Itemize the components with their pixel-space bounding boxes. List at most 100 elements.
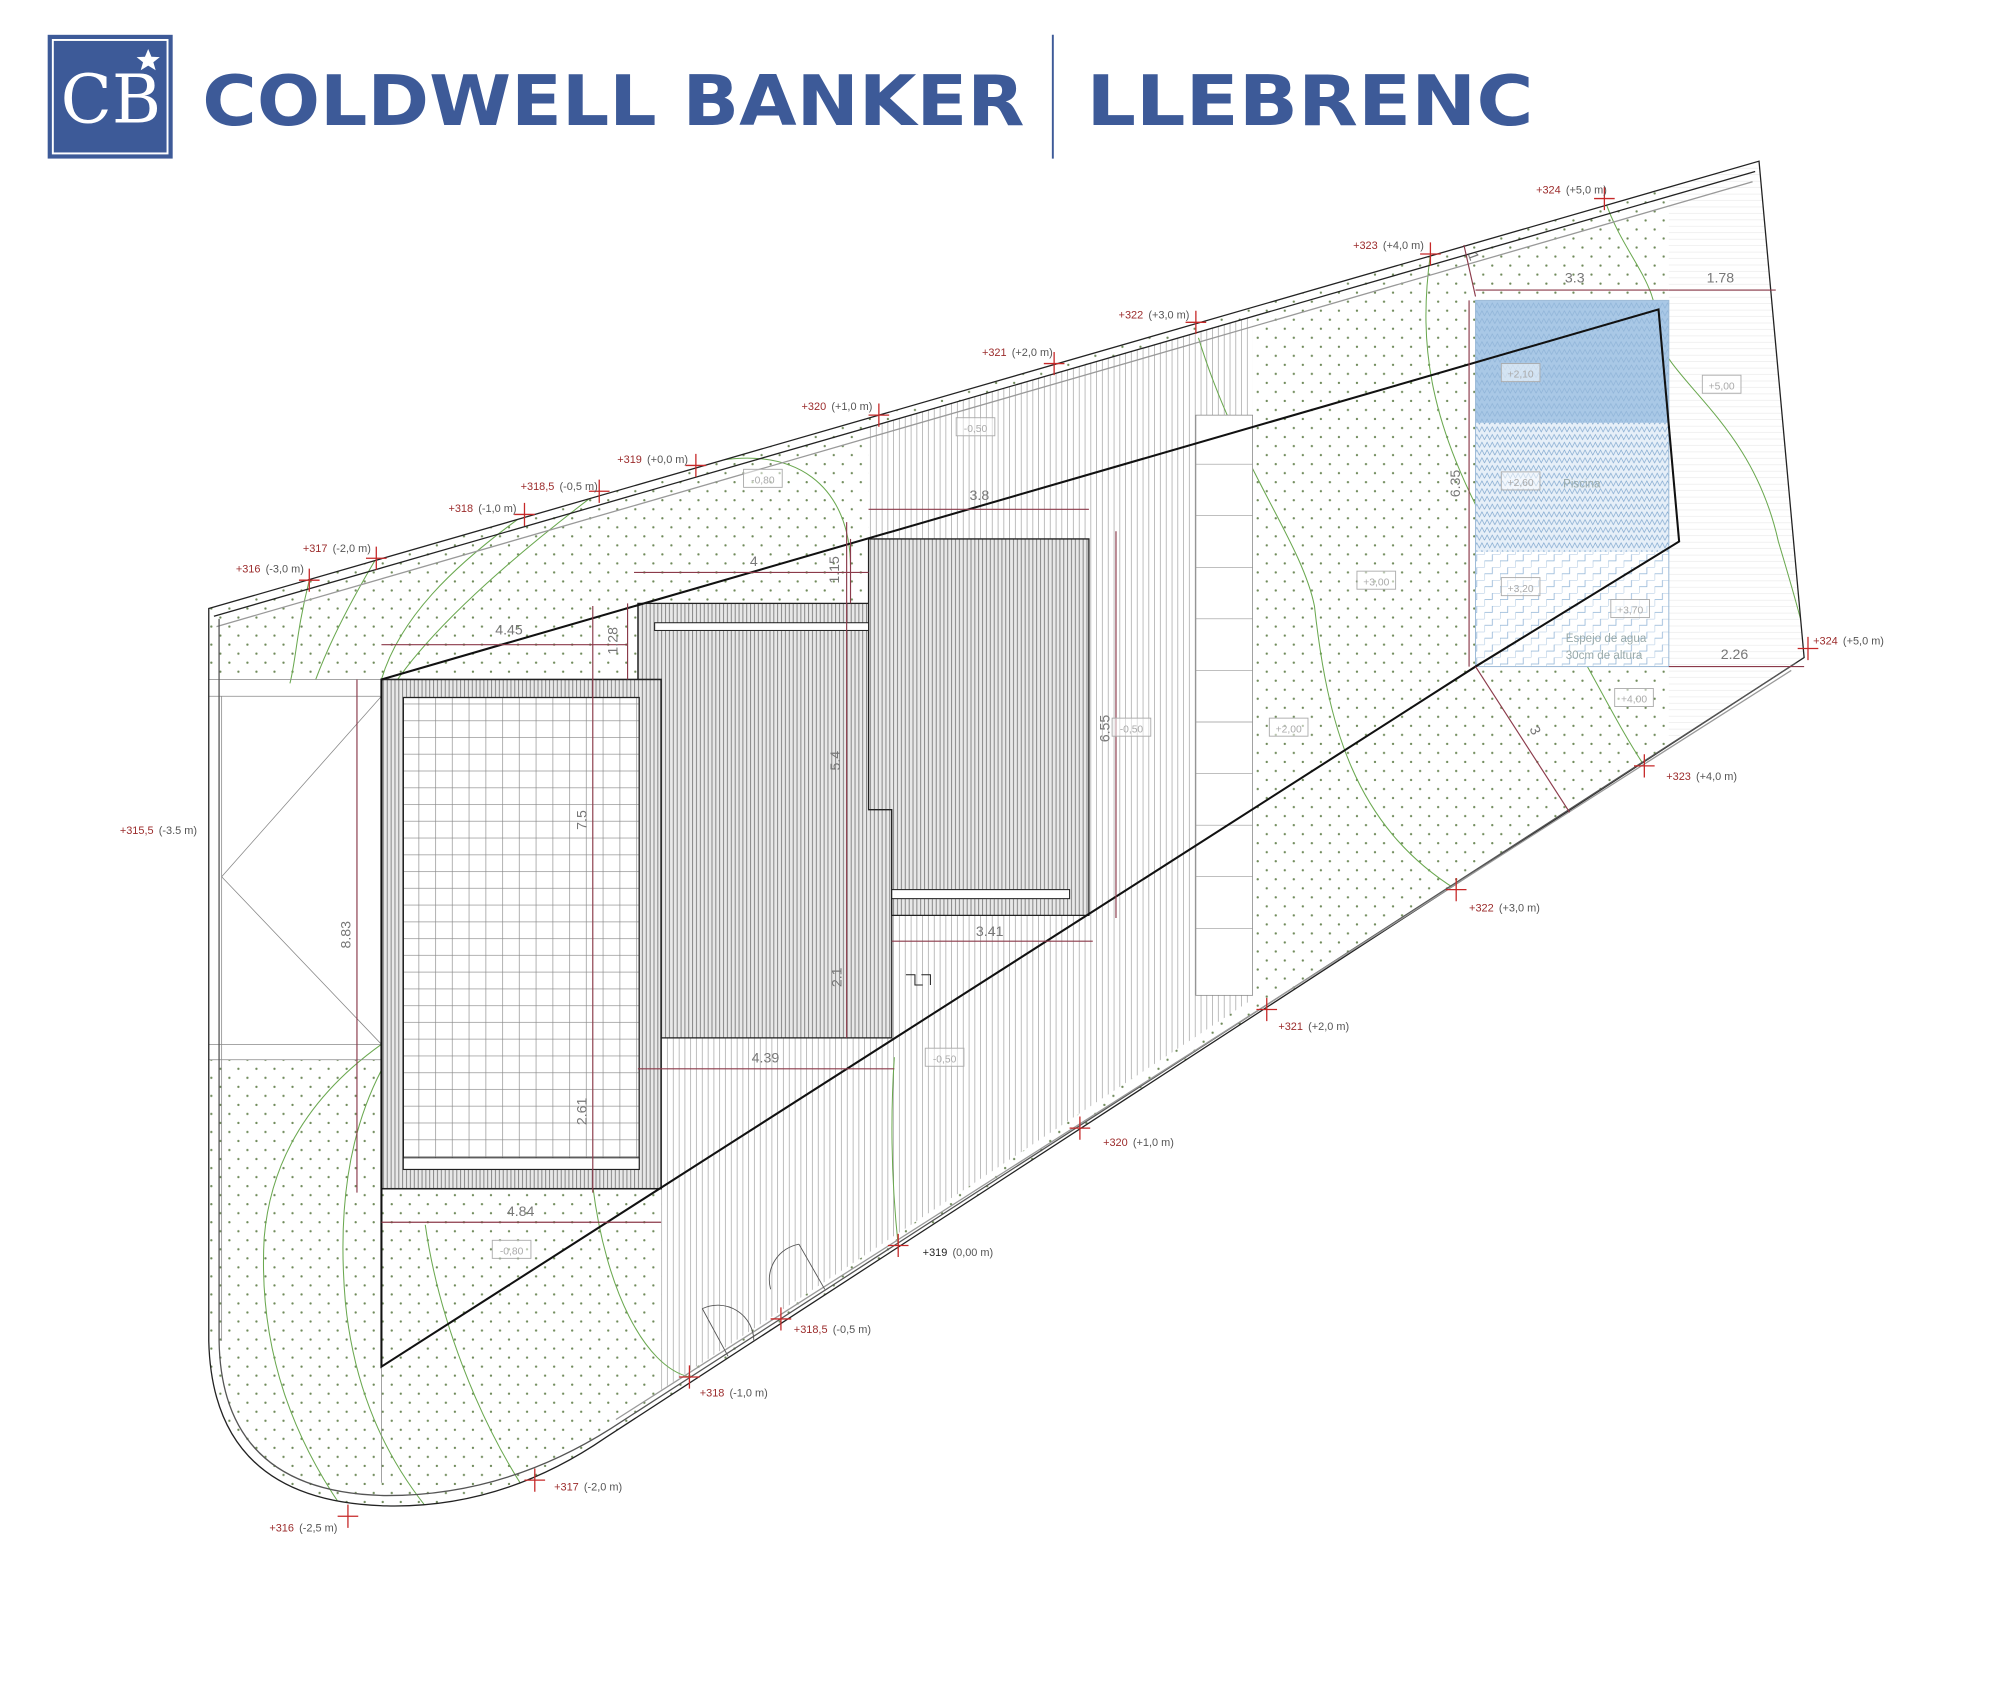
elevation-label: +318 (-1,0 m): [448, 503, 516, 515]
site-boundary: [208, 160, 1805, 1507]
elevation-label: +324(+5,0 m): [1536, 184, 1607, 196]
elevation-offset: (-1,0 m): [478, 503, 516, 515]
level-tag-text: +2,60: [1508, 478, 1534, 489]
dimension-label: 8.83: [339, 921, 355, 949]
elevation-marker: +321(+2,0 m): [982, 347, 1065, 376]
elevation-offset: (-1,0 m): [730, 1387, 768, 1399]
dimension-label: 1.15: [827, 556, 843, 584]
survey-cross-icon: [1185, 310, 1207, 334]
elevation-offset: (+1,0 m): [831, 401, 872, 413]
elevation-offset: (+5,0 m): [1843, 636, 1884, 648]
elevation-level: +321: [1278, 1021, 1303, 1033]
elevation-marker: +316 (-2,5 m): [269, 1504, 359, 1535]
elevation-offset: (+2,0 m): [1308, 1021, 1349, 1033]
elevation-offset: (-2,0 m): [584, 1481, 622, 1493]
elevation-marker: +318,5(-0,5 m): [521, 479, 610, 503]
elevation-marker: +320(+1,0 m): [802, 401, 890, 427]
elevation-level: +317: [554, 1481, 579, 1493]
elevation-marker: +323(+4,0 m): [1634, 754, 1737, 783]
level-tag-text: +3,70: [1617, 606, 1643, 617]
level-tags: -0,50 -0,80 +2,10 +2,60 +3,20 +3,70 +3,00 +5,00…: [491, 363, 1742, 1259]
dimension-label: 6.35: [1448, 470, 1464, 498]
elevation-offset: (+3,0 m): [1499, 903, 1540, 915]
house-footprint: [380, 538, 1090, 1190]
level-tag-text: -0,80: [500, 1246, 524, 1257]
elevation-label: +320(+1,0 m): [802, 401, 873, 413]
logo-box: [47, 34, 173, 159]
elevation-marker: +316(-3,0 m): [236, 563, 320, 592]
elevation-offset: (-0,5 m): [833, 1324, 871, 1336]
elevation-level: +317: [303, 543, 328, 555]
level-tag-text: +5,00: [1709, 381, 1735, 392]
dimension-label: 3.8: [970, 488, 990, 504]
dimension-label: 3.41: [976, 924, 1004, 940]
elevation-offset: (+2,0 m): [1012, 347, 1053, 359]
elevation-level: +315,5: [120, 825, 154, 837]
dimension-label: 2.61: [574, 1097, 590, 1125]
survey-cross-icon: [337, 1504, 359, 1528]
elevation-level: +318: [700, 1387, 725, 1399]
dimension-label: 6.55: [1098, 715, 1114, 743]
elevation-offset: (0,00 m): [952, 1247, 993, 1259]
survey-cross-icon: [1069, 1116, 1091, 1140]
elevation-label: +323 (+4,0 m): [1353, 240, 1424, 252]
elevation-label: +318,5(-0,5 m): [794, 1324, 871, 1336]
survey-cross-icon: [1797, 636, 1819, 661]
level-tag: +2,10: [1500, 363, 1541, 383]
elevation-level: +318: [448, 503, 473, 515]
survey-cross-icon: [1256, 997, 1278, 1022]
elevation-label: +320(+1,0 m): [1103, 1137, 1174, 1149]
dimension-label: 4.84: [507, 1204, 535, 1220]
elevation-level: +323: [1666, 771, 1691, 783]
survey-cross-icon: [298, 568, 320, 592]
survey-cross-icon: [1445, 878, 1467, 902]
house-central-volume: [637, 602, 893, 1039]
level-tag: -0,50: [1111, 717, 1152, 737]
level-tag-text: +2,10: [1508, 370, 1534, 381]
elevation-marker: +320(+1,0 m): [1069, 1116, 1174, 1149]
brand-name: COLDWELL BANKER: [202, 61, 1024, 142]
entry-symbol: [905, 974, 931, 986]
survey-cross-icon: [588, 479, 610, 503]
entrance-ramp: [208, 679, 382, 1060]
survey-cross-icon: [1594, 186, 1615, 211]
elevation-offset: (+1,0 m): [1133, 1137, 1174, 1149]
elevation-label: +317(-2,0 m): [303, 543, 371, 555]
survey-cross-icon: [365, 546, 387, 570]
roof-terrace-grid: [402, 696, 640, 1171]
survey-cross-icon: [1634, 754, 1655, 778]
dimension-label: 4: [750, 554, 758, 570]
elevation-level: +324: [1536, 184, 1561, 196]
elevation-marker: +319(+0,0 m): [617, 453, 707, 478]
elevation-level: +323: [1353, 240, 1378, 252]
star-icon: [136, 48, 160, 71]
elevation-label: +322(+3,0 m): [1469, 903, 1540, 915]
elevation-marker: +322(+3,0 m): [1445, 878, 1540, 915]
elevation-offset: (+4,0 m): [1383, 240, 1424, 252]
dimension-label: 2.1: [829, 967, 845, 987]
dimension-label: 4.45: [495, 622, 523, 638]
elevation-offset: (-2,5 m): [299, 1523, 337, 1535]
buildable-envelope: [380, 308, 1681, 1369]
elevation-marker: +318 (-1,0 m): [679, 1365, 768, 1399]
dimension-label: 2.26: [1721, 647, 1749, 663]
elevation-marker: +318 (-1,0 m): [448, 502, 535, 527]
elevation-level: +316: [269, 1523, 294, 1535]
office-name: LLEBRENC: [1086, 61, 1533, 142]
dimension-label: 5.4: [828, 751, 844, 771]
elevation-marker: +324 (+5,0 m): [1797, 636, 1884, 661]
elevation-level: +324: [1813, 636, 1838, 648]
level-tag-text: +2,00: [1276, 724, 1302, 735]
elevation-label: +319(0,00 m): [923, 1247, 994, 1259]
survey-cross-icon: [1420, 242, 1441, 266]
dimension-label: 1.78: [1707, 270, 1735, 286]
level-tag-text: +3,00: [1363, 577, 1389, 588]
elevation-markers: +316(-3,0 m)+317(-2,0 m)+318(-1,0 m)+318…: [120, 184, 1884, 1534]
level-tag-text: +4,00: [1621, 695, 1647, 706]
elevation-label: +321(+2,0 m): [982, 347, 1053, 359]
level-tag: +3,20: [1500, 577, 1541, 597]
elevation-label: +315,5(-3.5 m): [120, 825, 197, 837]
level-tag: +4,00: [1614, 688, 1654, 707]
level-tag: +2,00: [1268, 717, 1309, 737]
